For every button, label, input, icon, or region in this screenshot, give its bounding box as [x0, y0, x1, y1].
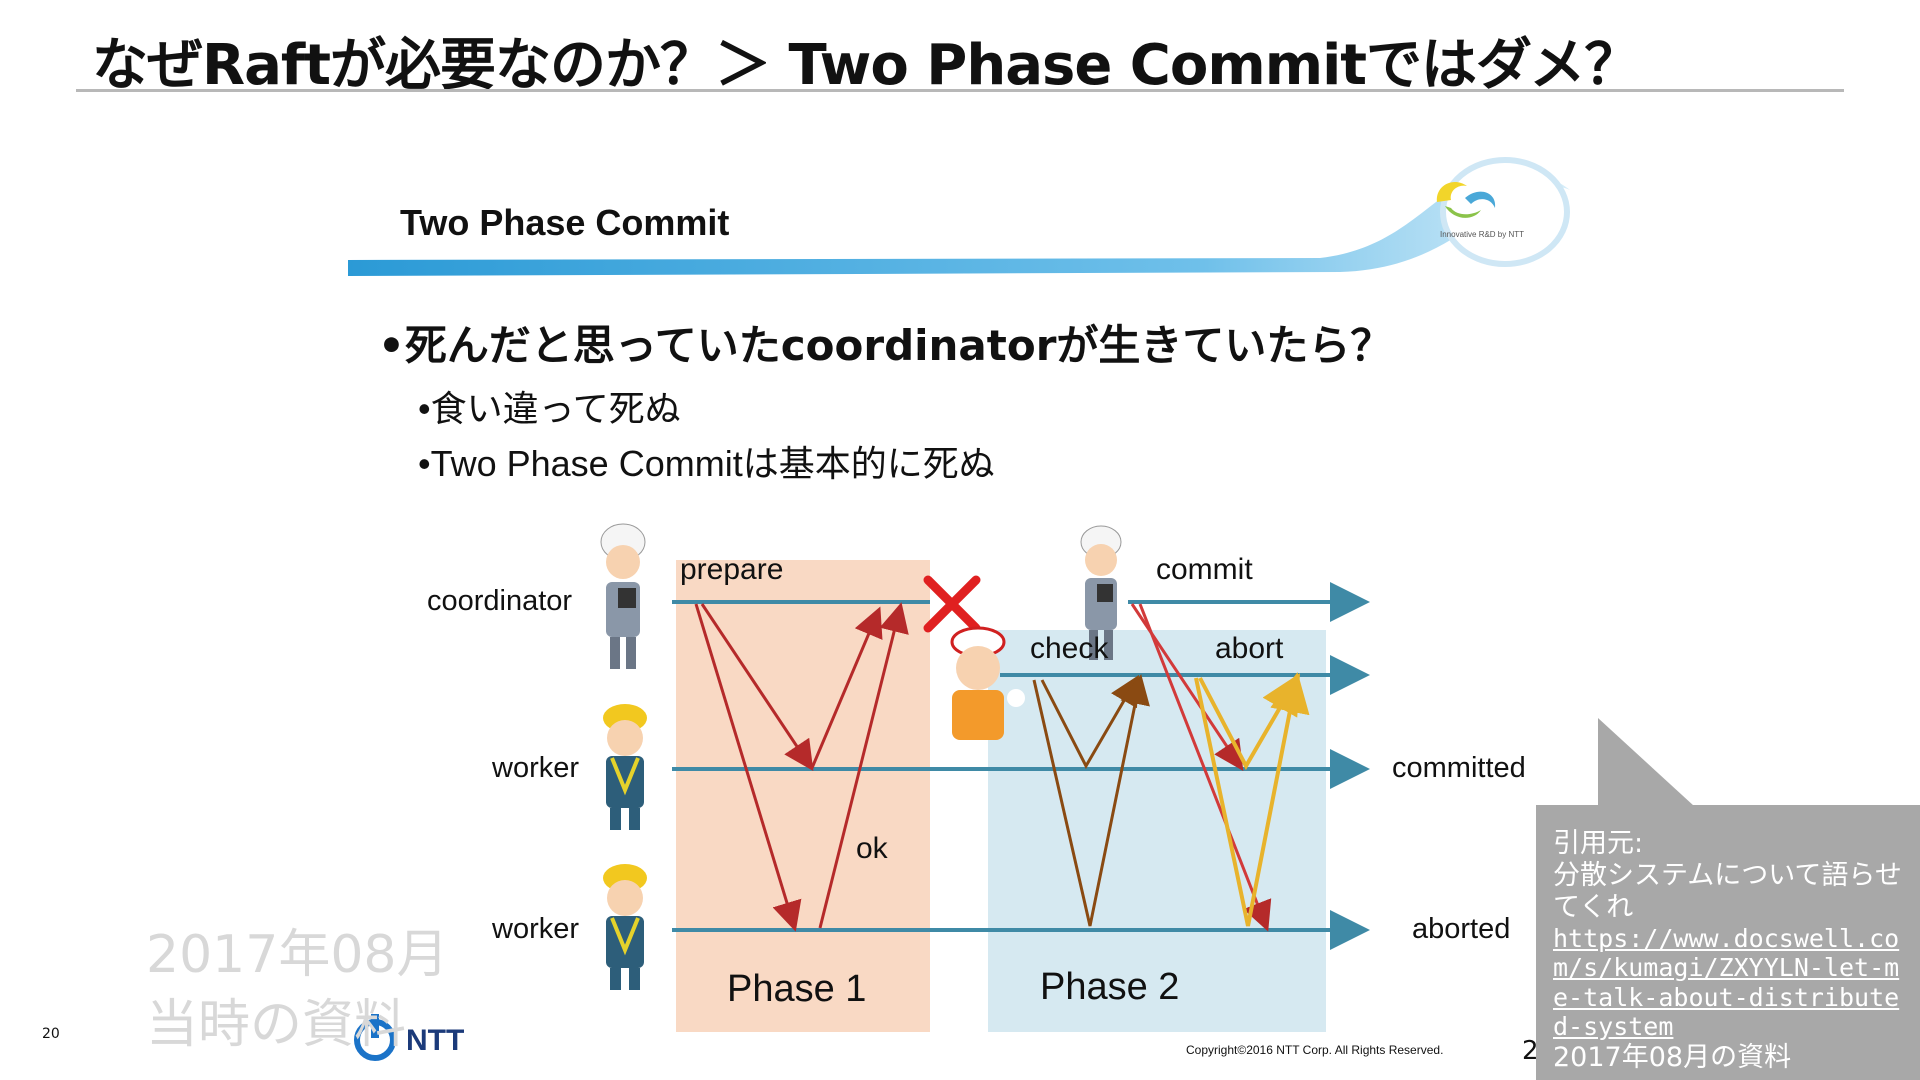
page-number: 20 [42, 1026, 60, 1042]
coordinator-person-icon [600, 523, 646, 669]
ntt-logo-icon [354, 1014, 396, 1061]
worker1-person-icon [603, 704, 647, 830]
coordinator-label: coordinator [427, 585, 573, 617]
citation-date: 2017年08月の資料 [1553, 1041, 1792, 1073]
main-bullet: •死んだと思っていたcoordinatorが生きていたら？ [378, 321, 1393, 370]
check-arrow-worker2 [1032, 674, 1150, 927]
header-swoosh [348, 157, 1570, 276]
prepare-arrow-worker2 [694, 603, 802, 932]
citation-source: 分散システムについて語らせてくれ [1553, 859, 1902, 923]
phase-1-region [676, 560, 930, 1032]
citation-callout [1536, 805, 1920, 1080]
worker2-person-icon [603, 864, 647, 990]
sub-bullet-2: •Two Phase Commitは基本的に死ぬ [418, 443, 995, 484]
callout-tail [1598, 718, 1694, 806]
citation-text: 引用元: 分散システムについて語らせてくれ https://www.docswe… [1553, 828, 1913, 1073]
new-coordinator-person-icon [1080, 525, 1122, 660]
abort-arrow-worker2 [1194, 672, 1310, 927]
committed-label: committed [1392, 752, 1526, 784]
embedded-slide: Innovative R&D by NTT Two Phase Commit •… [340, 140, 1580, 1040]
prepare-label: prepare [680, 553, 784, 586]
title-divider [76, 89, 1844, 92]
embedded-slide-title: Two Phase Commit [400, 202, 730, 243]
prepare-arrow-worker1 [700, 603, 814, 771]
ok-arrow-worker1 [810, 606, 883, 769]
ntt-brand: NTT [406, 1024, 465, 1057]
phase-2-label: Phase 2 [1040, 966, 1180, 1008]
innovative-logo-icon [1436, 181, 1496, 218]
worker2-label: worker [492, 913, 580, 945]
sub-bullet-1: •食い違って死ぬ [418, 388, 681, 429]
coordinator-dead-cross-icon [923, 575, 981, 633]
watermark-line-1: 2017年08月 [146, 925, 449, 985]
citation-label: 引用元: [1553, 828, 1644, 859]
phase-1-label: Phase 1 [727, 968, 867, 1010]
check-label: check [1030, 632, 1109, 665]
logo-caption: Innovative R&D by NTT [1440, 230, 1525, 239]
commit-label: commit [1156, 553, 1253, 586]
date-watermark: 2017年08月 当時の資料 [146, 920, 449, 1060]
angry-coordinator-icon [931, 626, 1025, 740]
abort-label: abort [1215, 632, 1284, 665]
ok-label: ok [856, 832, 888, 865]
citation-link[interactable]: https://www.docswell.com/s/kumagi/ZXYYLN… [1553, 923, 1900, 1042]
watermark-line-2: 当時の資料 [146, 995, 407, 1056]
slide-title: なぜRaftが必要なのか？＞ Two Phase Commitではダメ？ [92, 33, 1640, 98]
check-arrow-worker1 [1040, 674, 1140, 770]
copyright-text: Copyright©2016 NTT Corp. All Rights Rese… [1186, 1043, 1444, 1057]
worker1-label: worker [492, 752, 580, 784]
embedded-page-number: 2 [1522, 1036, 1539, 1066]
ok-arrow-worker2 [818, 602, 909, 929]
commit-arrow-worker2 [1138, 603, 1272, 932]
aborted-label: aborted [1412, 913, 1511, 945]
